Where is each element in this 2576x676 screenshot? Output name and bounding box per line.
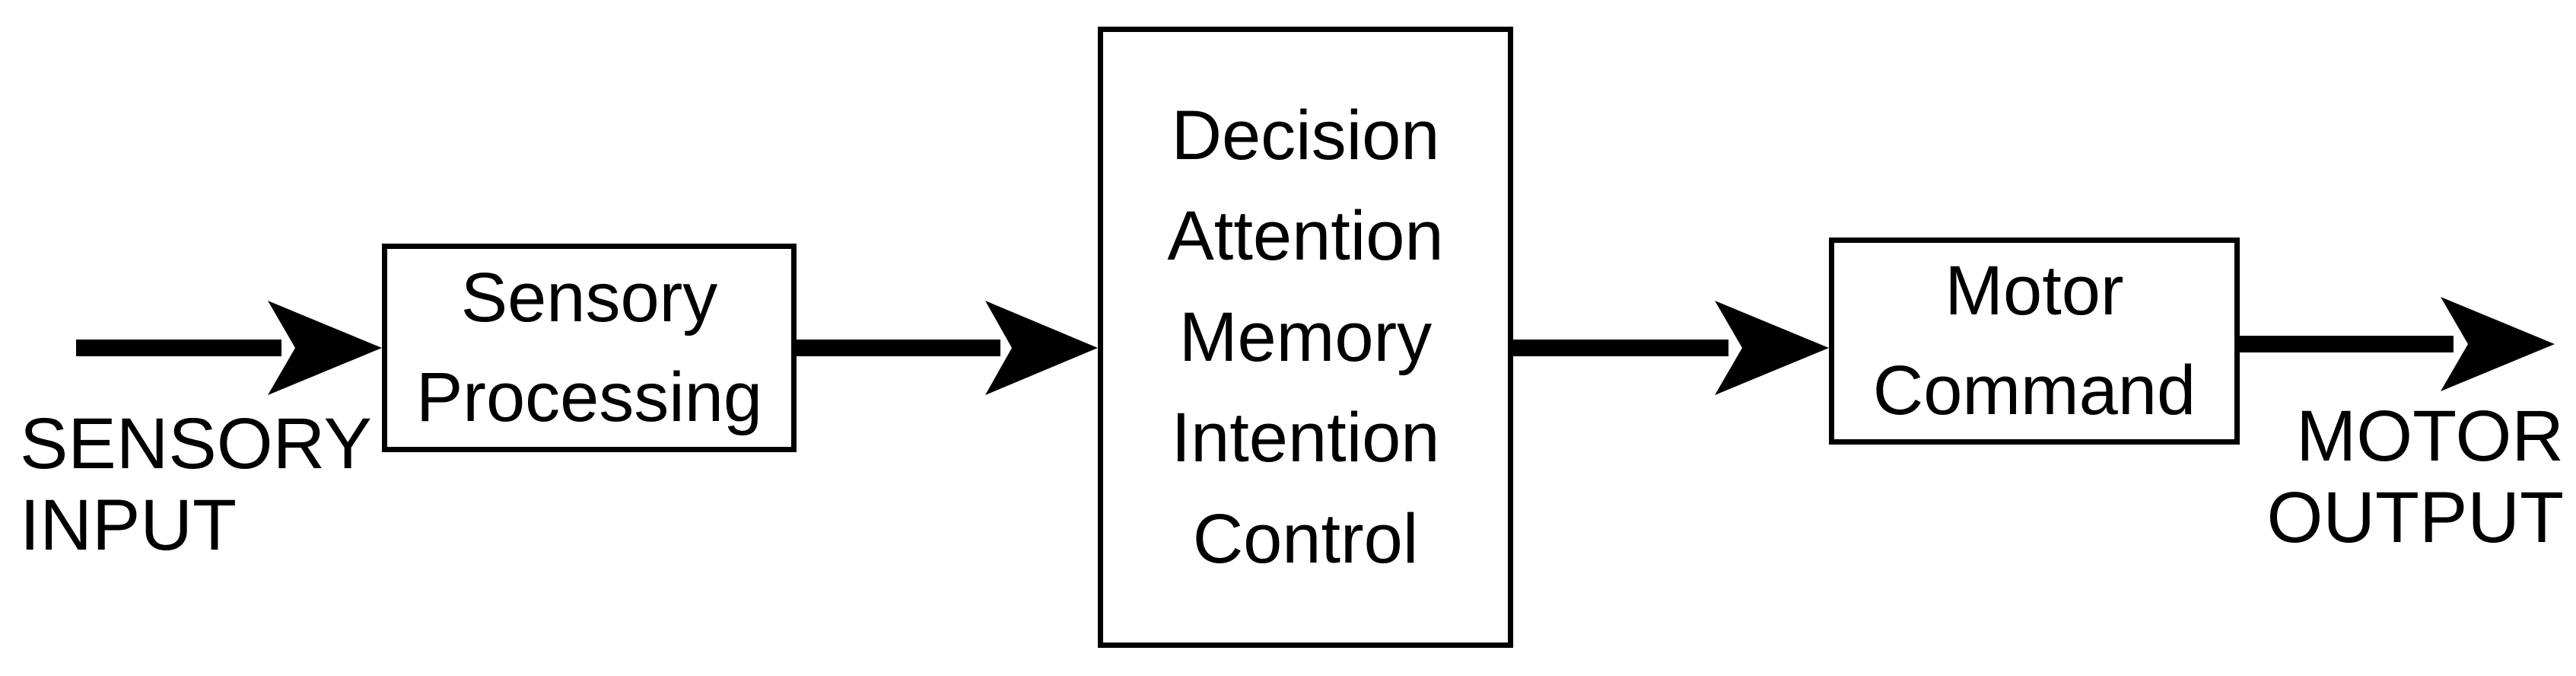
sensory-input-label-line-2: INPUT — [20, 485, 237, 566]
arrow-motor-to-output — [2240, 297, 2555, 391]
node-motor-command-line-2: Command — [1872, 352, 2196, 429]
sensory-input-label: SENSORY INPUT — [20, 403, 372, 567]
arrow-sensory-to-central — [797, 301, 1098, 395]
node-sensory-processing-line-2: Processing — [415, 359, 763, 436]
motor-output-label-line-1: MOTOR — [2296, 396, 2564, 477]
node-central-executive-line-5: Control — [1192, 499, 1419, 578]
sensory-input-label-line-1: SENSORY — [20, 403, 372, 484]
node-motor-command[interactable]: Motor Command — [1829, 238, 2240, 445]
node-motor-command-line-1: Motor — [1945, 252, 2124, 330]
motor-output-label-line-2: OUTPUT — [2266, 477, 2564, 559]
node-central-executive-line-1: Decision — [1171, 96, 1440, 174]
node-central-executive-line-4: Intention — [1171, 399, 1440, 477]
node-central-executive-line-3: Memory — [1178, 298, 1433, 376]
motor-output-label: MOTOR OUTPUT — [2266, 396, 2564, 560]
node-sensory-processing-line-1: Sensory — [460, 259, 718, 337]
node-sensory-processing[interactable]: Sensory Processing — [382, 244, 797, 452]
arrow-input-to-sensory — [76, 301, 382, 395]
node-central-executive[interactable]: Decision Attention Memory Intention Cont… — [1098, 27, 1513, 648]
node-central-executive-line-2: Attention — [1167, 197, 1444, 276]
arrow-central-to-motor — [1513, 301, 1829, 395]
